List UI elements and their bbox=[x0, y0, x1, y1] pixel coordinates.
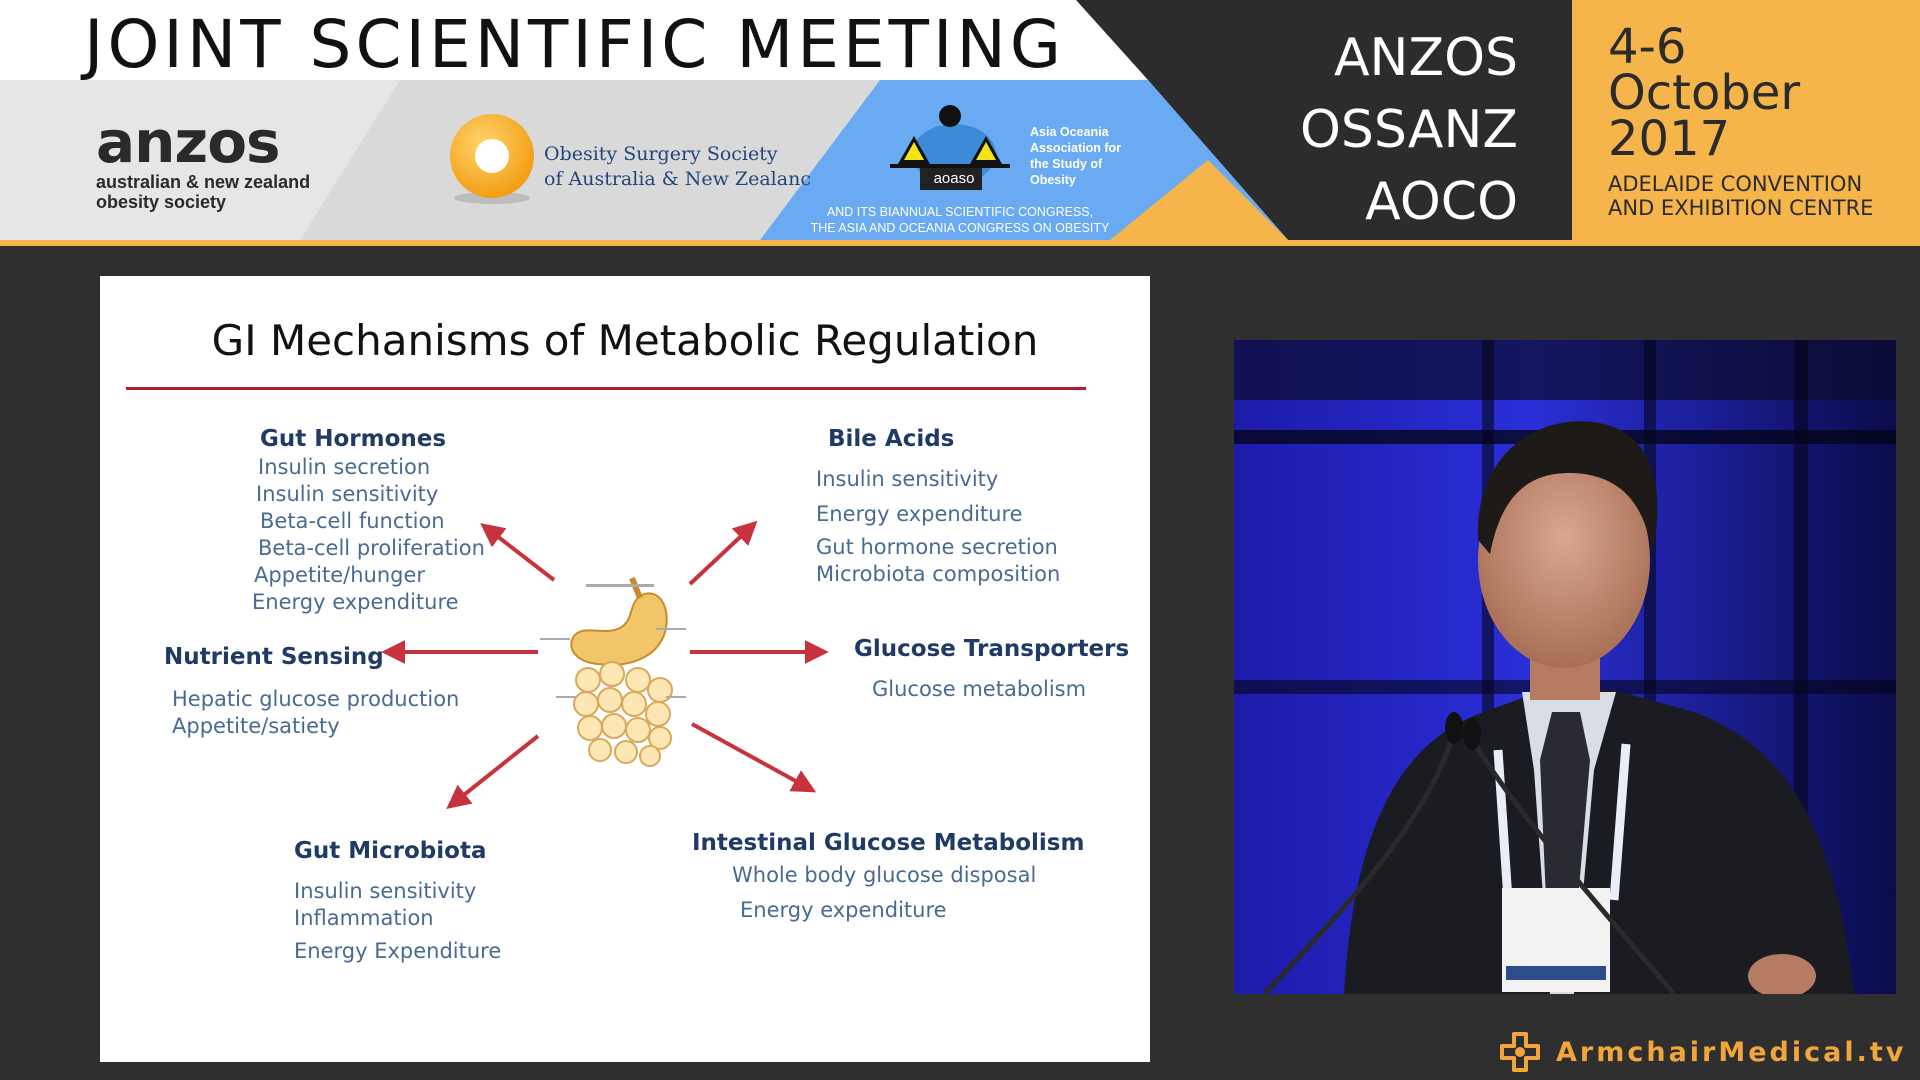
topic-intestinal-glucose-metabolism: Intestinal Glucose Metabolism Whole body… bbox=[692, 828, 1084, 924]
topic-heading: Gut Microbiota bbox=[294, 838, 487, 864]
org-ossanz: OSSANZ bbox=[1299, 100, 1518, 160]
arrow-to-gut-hormones bbox=[480, 523, 556, 582]
topic-item: Glucose metabolism bbox=[872, 677, 1087, 701]
aoaso-tagline-line-1: AND ITS BIANNUAL SCIENTIFIC CONGRESS, bbox=[826, 205, 1094, 219]
aoaso-name-line-3: the Study of bbox=[1030, 157, 1103, 171]
topic-item: Insulin secretion bbox=[258, 455, 431, 479]
topic-glucose-transporters: Glucose Transporters Glucose metabolism bbox=[854, 634, 1129, 703]
topic-item: Energy expenditure bbox=[252, 590, 459, 614]
venue-line-1: ADELAIDE CONVENTION bbox=[1608, 172, 1863, 196]
presentation-slide: GI Mechanisms of Metabolic Regulation Gu… bbox=[100, 276, 1150, 1062]
date-month: October bbox=[1608, 65, 1801, 121]
ossanz-logo: Obesity Surgery Society of Australia & N… bbox=[444, 112, 811, 204]
anzos-logo-subtitle-1: australian & new zealand bbox=[96, 172, 311, 192]
watermark-text: ArmchairMedical.tv bbox=[1556, 1036, 1907, 1068]
arrow-to-gut-microbiota bbox=[446, 734, 540, 809]
ossanz-name-line-2: of Australia & New Zealanc bbox=[544, 168, 811, 190]
aoaso-wordmark: aoaso bbox=[933, 170, 975, 187]
ossanz-ring-icon bbox=[450, 114, 534, 204]
title-rule bbox=[126, 387, 1086, 390]
topic-item: Inflammation bbox=[294, 906, 434, 930]
aoaso-logo: aoaso Asia Oceania Association for the S… bbox=[870, 104, 1150, 190]
topic-item: Energy Expenditure bbox=[294, 939, 502, 963]
slide-title: GI Mechanisms of Metabolic Regulation bbox=[211, 316, 1039, 365]
topic-item: Hepatic glucose production bbox=[172, 687, 460, 711]
venue-line-2: AND EXHIBITION CENTRE bbox=[1608, 196, 1874, 220]
date-year: 2017 bbox=[1608, 111, 1731, 167]
topic-bile-acids: Bile Acids Insulin sensitivity Energy ex… bbox=[816, 424, 1060, 588]
aoaso-name-line-4: Obesity bbox=[1030, 173, 1076, 187]
arrow-to-intestinal-glucose bbox=[691, 722, 817, 793]
aoaso-tagline-line-2: THE ASIA AND OCEANIA CONGRESS ON OBESITY bbox=[810, 221, 1110, 235]
topic-nutrient-sensing: Nutrient Sensing Hepatic glucose product… bbox=[164, 642, 459, 740]
topic-item: Beta-cell function bbox=[260, 509, 445, 533]
topic-heading: Bile Acids bbox=[828, 426, 955, 452]
topic-gut-microbiota: Gut Microbiota Insulin sensitivity Infla… bbox=[294, 836, 501, 965]
conference-banner: JOINT SCIENTIFIC MEETING anzos australia… bbox=[0, 0, 1920, 246]
date-venue-block: 4-6 October 2017 ADELAIDE CONVENTION AND… bbox=[1572, 0, 1920, 240]
org-anzos: ANZOS bbox=[1333, 28, 1518, 88]
topic-heading: Nutrient Sensing bbox=[164, 644, 384, 670]
anzos-logo: anzos australian & new zealand obesity s… bbox=[96, 112, 326, 212]
topic-item: Appetite/satiety bbox=[172, 714, 340, 738]
topic-item: Energy expenditure bbox=[740, 898, 947, 922]
topic-heading: Glucose Transporters bbox=[854, 636, 1130, 662]
arrow-to-bile-acids bbox=[688, 520, 758, 586]
speaker-at-podium-illustration bbox=[1234, 340, 1896, 994]
topic-item: Whole body glucose disposal bbox=[732, 863, 1037, 887]
topic-item: Insulin sensitivity bbox=[256, 482, 439, 506]
anzos-logo-wordmark: anzos bbox=[96, 108, 281, 176]
ossanz-name-line-1: Obesity Surgery Society bbox=[544, 143, 778, 165]
topic-item: Energy expenditure bbox=[816, 502, 1023, 526]
topic-heading: Intestinal Glucose Metabolism bbox=[692, 830, 1085, 856]
topic-item: Gut hormone secretion bbox=[816, 535, 1058, 559]
aoaso-tagline: AND ITS BIANNUAL SCIENTIFIC CONGRESS, TH… bbox=[790, 204, 1130, 236]
topic-gut-hormones: Gut Hormones Insulin secretion Insulin s… bbox=[244, 424, 485, 616]
topic-item: Microbiota composition bbox=[816, 562, 1061, 586]
stomach-intestine-illustration bbox=[540, 576, 686, 767]
topic-item: Appetite/hunger bbox=[254, 563, 426, 587]
date-days: 4-6 bbox=[1608, 19, 1687, 75]
armchair-medical-watermark: ArmchairMedical.tv bbox=[1498, 1030, 1906, 1074]
topic-item: Insulin sensitivity bbox=[816, 467, 999, 491]
organisation-list: ANZOS OSSANZ AOCO bbox=[1300, 22, 1518, 238]
aoaso-name-line-2: Association for bbox=[1030, 141, 1121, 155]
anzos-logo-subtitle-2: obesity society bbox=[96, 192, 227, 212]
org-aoco: AOCO bbox=[1365, 172, 1518, 232]
medical-cross-icon bbox=[1500, 1032, 1540, 1072]
aoaso-emblem-icon bbox=[890, 105, 1010, 190]
slide-diagram-art bbox=[126, 387, 1086, 809]
topic-item: Insulin sensitivity bbox=[294, 879, 477, 903]
topic-heading: Gut Hormones bbox=[260, 426, 447, 452]
speaker-video bbox=[1234, 340, 1896, 994]
topic-item: Beta-cell proliferation bbox=[258, 536, 485, 560]
meeting-title: JOINT SCIENTIFIC MEETING bbox=[84, 6, 1065, 83]
aoaso-name-line-1: Asia Oceania bbox=[1030, 125, 1109, 139]
